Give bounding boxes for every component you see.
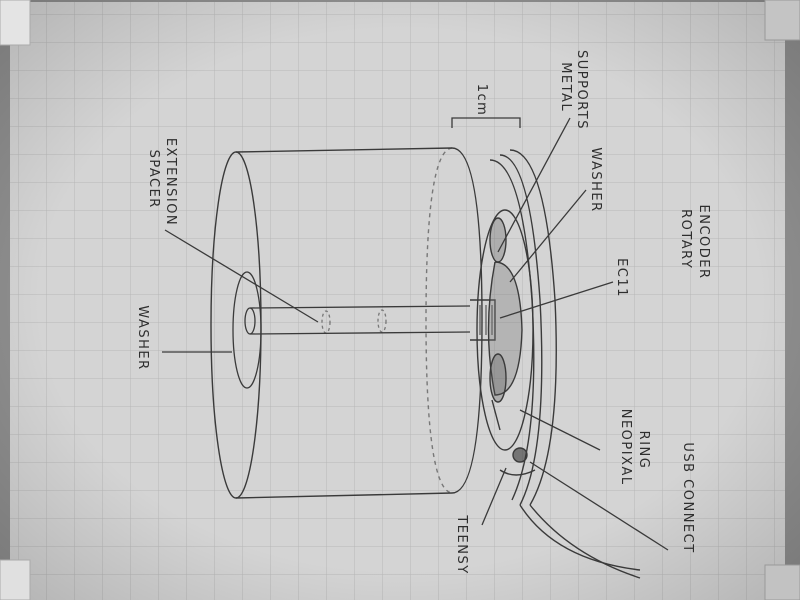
label-teensy: TEENSY: [454, 514, 469, 574]
label-ec11: EC11: [614, 258, 629, 298]
washer-left-shape: [232, 271, 262, 389]
label-rotary-encoder: ROTARY ENCODER: [678, 204, 711, 279]
label-usb-connect: USB CONNECT: [680, 442, 695, 553]
dimension-bracket: [451, 117, 521, 128]
corner-mark-bottom-right: [764, 564, 800, 600]
leader-lines: [162, 117, 669, 551]
spacer-extension-shaft: [244, 305, 471, 335]
label-washer-right: WASHER: [588, 147, 603, 212]
corner-mark-top-right: [764, 0, 800, 41]
label-neopixel-ring: NEOPIXAL RING: [618, 409, 651, 492]
label-washer-left: WASHER: [135, 305, 150, 370]
label-metal-supports: METAL SUPPORTS: [558, 50, 589, 130]
corner-mark-top-left: [0, 0, 31, 46]
label-spacer: SPACER EXTENSION: [146, 138, 178, 226]
corner-mark-bottom-left: [0, 559, 31, 600]
grid-lines: [10, 2, 785, 600]
label-dimension: 1cm: [474, 84, 489, 117]
encoder-stack: [470, 149, 641, 579]
